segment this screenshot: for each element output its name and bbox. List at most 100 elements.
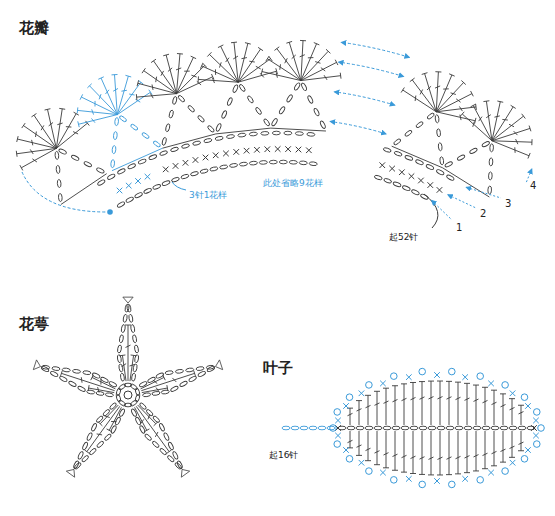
single-crochet (193, 157, 199, 163)
section-title: 花瓣 (18, 20, 50, 37)
chain-stitch (117, 201, 126, 208)
chain-stitch (238, 133, 246, 137)
double-crochet (473, 385, 479, 425)
chain-stitch (109, 402, 117, 410)
double-crochet (238, 68, 277, 82)
chain-stitch (319, 120, 326, 129)
single-crochet (359, 460, 365, 466)
chain-stitch (168, 110, 173, 119)
chain-stitch (152, 184, 161, 190)
chain-stitch (488, 186, 492, 194)
single-crochet (213, 153, 219, 159)
chain-stitch (117, 168, 126, 175)
picot (181, 469, 189, 477)
chain-stitch (114, 117, 118, 125)
double-crochet (365, 395, 371, 425)
chain-stitch (219, 165, 228, 170)
chain-stitch (139, 402, 147, 410)
chain-stitch (272, 131, 280, 135)
chain-stitch (77, 451, 84, 460)
chain-stitch (232, 84, 238, 93)
chain-stitch (187, 105, 195, 113)
chain-stitch (446, 174, 455, 181)
chain-stitch (41, 365, 49, 370)
double-crochet (142, 68, 176, 93)
single-crochet (525, 447, 531, 453)
chain-stitch (139, 381, 148, 388)
double-crochet (464, 383, 470, 425)
double-crochet (117, 75, 131, 114)
chain-stitch (71, 154, 80, 161)
chain-stitch (130, 383, 139, 391)
double-crochet (500, 394, 506, 425)
double-crochet (446, 381, 452, 425)
chain-stitch (148, 154, 157, 160)
chain-stitch (215, 136, 224, 141)
single-crochet (533, 418, 539, 424)
double-crochet (301, 73, 341, 81)
double-crochet (238, 47, 263, 82)
double-crochet (365, 431, 371, 461)
double-crochet (266, 56, 301, 80)
single-crochet (409, 173, 415, 179)
double-crochet (200, 63, 238, 82)
chain-stitch (204, 138, 213, 143)
chain-stitch (415, 121, 424, 129)
double-crochet (428, 381, 434, 425)
chain-stitch (374, 175, 383, 181)
chain-stitch (186, 368, 194, 373)
chain-stitch (190, 171, 199, 177)
chain-stitch (392, 426, 400, 430)
row-link-arrow (342, 42, 410, 57)
row-leader (432, 201, 452, 220)
chain-stitch (365, 426, 373, 430)
chain-stitch (307, 132, 315, 136)
chain-stitch (152, 440, 160, 448)
double-crochet (492, 141, 530, 159)
double-crochet (301, 60, 338, 81)
single-crochet (145, 174, 151, 180)
chain-stitch (404, 155, 413, 161)
picot (33, 360, 40, 370)
chain-stitch (104, 433, 112, 441)
chain-stitch (278, 106, 285, 115)
double-crochet (422, 73, 437, 112)
double-crochet (125, 325, 131, 381)
chain-stitch (215, 123, 221, 132)
double-crochet (151, 59, 176, 93)
double-crochet (130, 355, 137, 381)
chain-stitch (327, 426, 335, 430)
chain-stitch (163, 432, 170, 441)
double-crochet (383, 431, 389, 468)
double-crochet (141, 371, 195, 391)
single-crochet (406, 374, 412, 380)
chain-stitch (56, 165, 60, 173)
chain-stitch (167, 455, 175, 463)
chain-stitch (279, 160, 287, 164)
section-title: 花萼 (18, 316, 50, 333)
edge-picot (533, 441, 540, 448)
chain-stitch (153, 140, 162, 148)
chain-stitch (168, 442, 175, 451)
double-crochet (238, 56, 272, 82)
chain-stitch (428, 426, 436, 430)
double-crochet (518, 431, 524, 451)
double-crochet (98, 77, 117, 115)
chain-stitch (440, 157, 444, 165)
chain-stitch (102, 409, 110, 417)
callout-number: 2 (479, 208, 487, 220)
chain-stitch (294, 82, 301, 91)
chain-stitch (394, 151, 403, 157)
chain-stitch (300, 426, 308, 430)
chain-stitch (121, 324, 126, 333)
single-crochet (117, 188, 123, 194)
double-crochet (500, 431, 506, 462)
single-crochet (418, 178, 424, 184)
chain-stitch (309, 162, 317, 166)
single-crochet (173, 163, 179, 169)
chain-stitch (59, 375, 68, 382)
chain-stitch (117, 345, 122, 354)
chain-stitch (469, 147, 478, 154)
chain-stitch (455, 426, 463, 430)
double-crochet (136, 93, 176, 100)
